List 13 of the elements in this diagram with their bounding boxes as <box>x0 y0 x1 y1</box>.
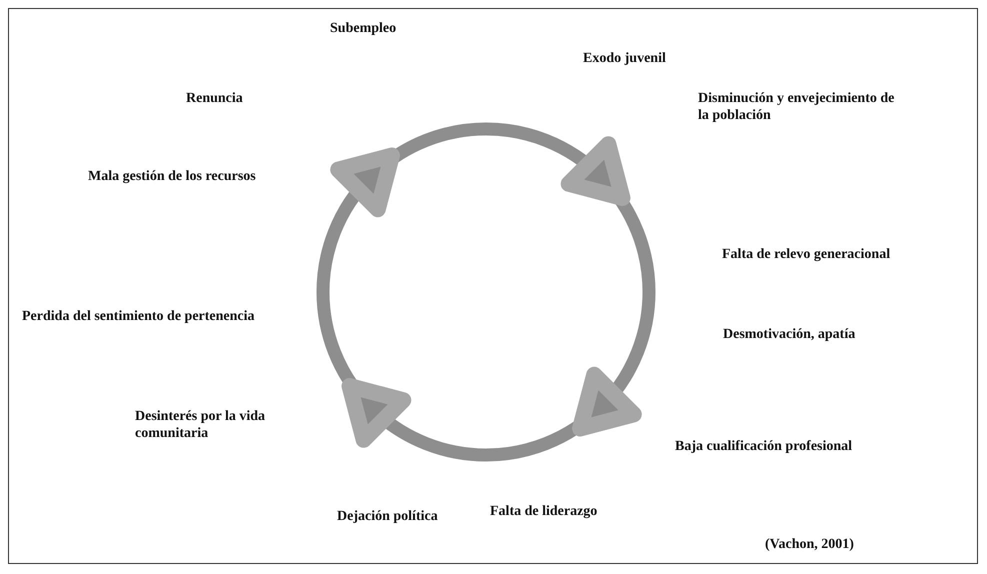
cycle-label: Baja cualificación profesional <box>675 438 852 455</box>
cycle-label: Dejación política <box>337 508 438 525</box>
cycle-label: Subempleo <box>330 20 396 37</box>
cycle-label: Renuncia <box>186 90 243 107</box>
cycle-label: Falta de liderazgo <box>490 503 598 520</box>
source-citation: (Vachon, 2001) <box>765 536 854 553</box>
cycle-label: Desmotivación, apatía <box>723 326 856 343</box>
cycle-label: Falta de relevo generacional <box>722 246 890 263</box>
cycle-label: Mala gestión de los recursos <box>88 168 256 185</box>
cycle-label: Disminución y envejecimiento de la población <box>698 90 896 124</box>
cycle-label: Desinterés por la vida comunitaria <box>135 408 266 442</box>
cycle-label: Perdida del sentimiento de pertenencia <box>22 308 255 325</box>
cycle-label: Exodo juvenil <box>583 50 666 67</box>
